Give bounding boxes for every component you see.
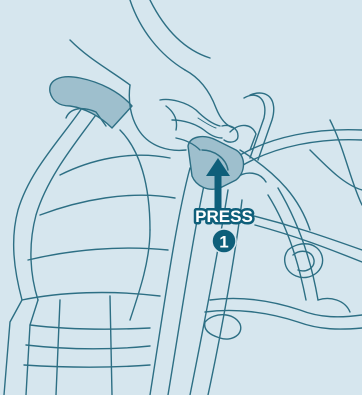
stroller-front-frame bbox=[150, 168, 266, 395]
hand-illustration bbox=[70, 0, 238, 150]
handlebar-grip bbox=[50, 77, 132, 128]
step-number: 1 bbox=[219, 233, 228, 252]
press-label: PRESS bbox=[195, 207, 253, 226]
press-callout: PRESS 1 bbox=[195, 207, 253, 253]
stroller-canopy bbox=[4, 108, 175, 395]
fold-latch bbox=[188, 125, 256, 189]
